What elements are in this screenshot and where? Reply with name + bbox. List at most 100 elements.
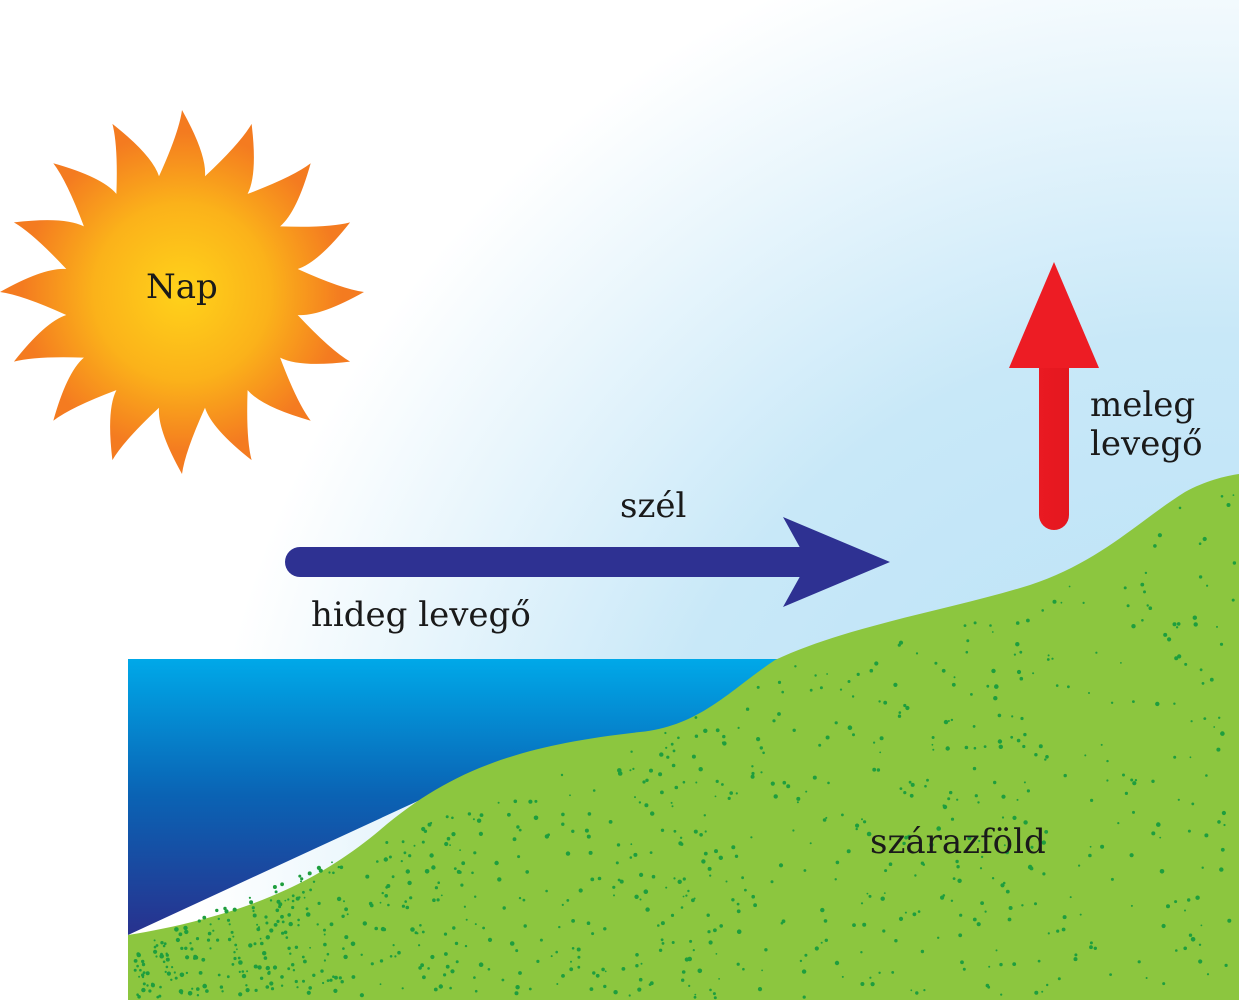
- land-speckle: [331, 861, 333, 864]
- land-speckle: [343, 900, 345, 903]
- land-speckle: [343, 954, 348, 960]
- land-speckle: [1162, 982, 1166, 986]
- land-speckle: [196, 994, 200, 997]
- land-speckle: [202, 915, 207, 920]
- land-speckle: [478, 831, 483, 837]
- land-speckle: [518, 971, 522, 975]
- land-speckle: [569, 967, 574, 972]
- land-speckle: [920, 861, 925, 865]
- land-speckle: [1088, 692, 1090, 694]
- land-speckle: [438, 984, 443, 989]
- land-speckle: [736, 962, 740, 966]
- land-speckle: [178, 932, 183, 937]
- land-speckle: [155, 944, 159, 947]
- land-speckle: [997, 739, 1003, 744]
- land-speckle: [202, 983, 207, 989]
- land-speckle: [385, 885, 389, 889]
- land-speckle: [165, 965, 169, 969]
- land-speckle: [770, 880, 774, 884]
- land-speckle: [155, 955, 158, 958]
- land-speckle: [1200, 924, 1203, 927]
- land-speckle: [308, 986, 313, 990]
- land-speckle: [868, 894, 872, 898]
- land-speckle: [898, 711, 902, 714]
- land-speckle: [670, 742, 674, 746]
- land-speckle: [561, 822, 565, 826]
- land-speckle: [305, 912, 311, 917]
- land-speckle: [874, 661, 879, 666]
- land-speckle: [673, 829, 677, 833]
- land-speckle: [1069, 896, 1072, 899]
- land-speckle: [962, 967, 966, 971]
- land-speckle: [1110, 701, 1114, 704]
- land-speckle: [796, 796, 801, 801]
- land-speckle: [1106, 779, 1109, 782]
- land-speckle: [227, 937, 232, 942]
- land-speckle: [309, 888, 312, 892]
- land-speckle: [819, 686, 823, 690]
- land-speckle: [1030, 845, 1034, 849]
- land-speckle: [216, 938, 220, 942]
- land-speckle: [670, 913, 675, 918]
- land-speckle: [658, 772, 663, 777]
- land-speckle: [1106, 759, 1109, 763]
- land-speckle: [1156, 822, 1161, 827]
- land-speckle: [184, 946, 188, 950]
- land-speckle: [642, 780, 646, 784]
- land-speckle: [934, 661, 938, 665]
- land-speckle: [1178, 506, 1182, 510]
- land-speckle: [1213, 726, 1216, 728]
- land-speckle: [1100, 844, 1105, 849]
- land-speckle: [1026, 789, 1030, 793]
- land-speckle: [999, 962, 1003, 967]
- land-speckle: [834, 721, 838, 725]
- land-speckle: [1062, 915, 1067, 920]
- land-speckle: [1023, 732, 1027, 737]
- land-speckle: [280, 975, 284, 979]
- land-speckle: [237, 956, 241, 960]
- land-speckle: [863, 820, 867, 824]
- land-speckle: [139, 968, 142, 972]
- land-speckle: [664, 731, 667, 735]
- land-speckle: [976, 922, 981, 927]
- land-speckle: [972, 766, 977, 771]
- land-speckle: [197, 919, 201, 923]
- land-speckle: [764, 948, 768, 952]
- land-speckle: [291, 905, 295, 910]
- land-speckle: [427, 822, 432, 827]
- land-speckle: [467, 812, 472, 816]
- land-speckle: [274, 890, 278, 894]
- land-speckle: [903, 791, 907, 795]
- land-speckle: [907, 834, 912, 839]
- land-speckle: [1159, 836, 1162, 839]
- sun-icon: [0, 110, 364, 474]
- land-speckle: [450, 969, 455, 974]
- land-speckle: [1089, 941, 1093, 945]
- land-speckle: [634, 894, 639, 899]
- land-speckle: [443, 973, 447, 977]
- land-speckle: [1055, 684, 1059, 687]
- land-speckle: [1078, 864, 1081, 867]
- land-speckle: [1010, 735, 1014, 739]
- land-speckle: [750, 836, 753, 839]
- land-speckle: [621, 967, 626, 971]
- land-speckle: [893, 682, 898, 688]
- land-speckle: [951, 682, 956, 687]
- land-speckle: [342, 947, 345, 950]
- land-speckle: [834, 960, 840, 966]
- land-speckle: [289, 952, 292, 955]
- land-speckle: [174, 927, 179, 932]
- land-speckle: [635, 953, 639, 957]
- land-speckle: [224, 909, 229, 914]
- land-speckle: [1220, 495, 1224, 498]
- land-speckle: [1020, 716, 1024, 721]
- land-speckle: [884, 869, 888, 873]
- land-speckle: [171, 966, 174, 969]
- land-speckle: [1141, 619, 1144, 622]
- land-speckle: [544, 834, 550, 839]
- land-speckle: [446, 836, 451, 841]
- land-speckle: [148, 989, 152, 993]
- land-speckle: [460, 883, 464, 887]
- land-speckle: [1187, 829, 1191, 833]
- land-speckle: [630, 750, 633, 753]
